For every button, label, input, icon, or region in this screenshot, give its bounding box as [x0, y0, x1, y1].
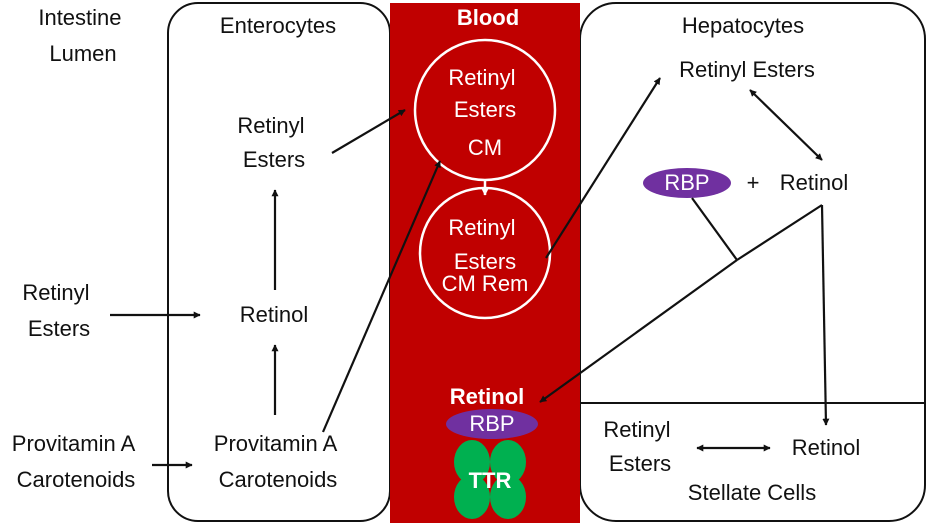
remnant-to-hepatocyte-arrow — [545, 77, 661, 259]
enterocytes-title: Enterocytes — [220, 13, 336, 38]
lumen-retinyl-line1: Retinyl — [22, 280, 89, 305]
enterocyte-retinyl-line1: Retinyl — [237, 113, 304, 138]
ttr-label: TTR — [469, 468, 512, 493]
cm-retinyl-line2: Esters — [454, 97, 516, 122]
lumen-title-line2: Lumen — [49, 41, 116, 66]
cm-tag: CM — [468, 135, 502, 160]
cm-retinyl-esters: Retinyl Esters — [448, 65, 521, 122]
enterocyte-provitamin-line2: Carotenoids — [219, 467, 338, 492]
ttr-subunit — [490, 440, 526, 484]
stellate-retinyl-line2: Esters — [609, 451, 671, 476]
enterocyte-provitamin-a: Provitamin A Carotenoids — [214, 431, 342, 492]
hepatocyte-rbp-ellipse — [643, 168, 731, 198]
lumen-retinyl-line2: Esters — [28, 316, 90, 341]
retinol-to-stellate-arrow — [820, 204, 830, 426]
stellate-retinyl-esters: Retinyl Esters — [603, 417, 676, 476]
plus-sign: + — [747, 170, 760, 195]
stellate-title: Stellate Cells — [688, 480, 816, 505]
hepatocytes-title: Hepatocytes — [682, 13, 804, 38]
enterocyte-retinol: Retinol — [240, 302, 308, 327]
blood-rbp-ellipse — [446, 409, 538, 439]
enterocyte-retinyl-line2: Esters — [243, 147, 305, 172]
triangle-to-blood-retinol-arrow — [539, 259, 738, 403]
retinyl-to-cm-arrow — [331, 109, 406, 154]
remnant-retinyl-esters: Retinyl Esters — [448, 215, 521, 274]
ttr-tetramer — [454, 440, 526, 519]
hepatocyte-retinyl-esters: Retinyl Esters — [679, 57, 815, 82]
ttr-subunit — [454, 440, 490, 484]
enterocyte-provitamin-line1: Provitamin A — [214, 431, 338, 456]
remnant-retinyl-line1: Retinyl — [448, 215, 515, 240]
blood-title: Blood — [457, 5, 519, 30]
chylomicron-circle — [413, 38, 557, 182]
lumen-retinyl-esters: Retinyl Esters — [22, 280, 95, 341]
lumen-provitamin-line1: Provitamin A — [12, 431, 136, 456]
retinol-to-triangle-line — [736, 204, 823, 261]
cm-retinyl-line1: Retinyl — [448, 65, 515, 90]
remnant-tag: CM Rem — [442, 271, 529, 296]
hepatocyte-rbp-label: RBP — [664, 170, 709, 195]
lumen-title-line1: Intestine — [38, 5, 121, 30]
stellate-retinyl-line1: Retinyl — [603, 417, 670, 442]
retinyl-retinol-hepatocyte-arrow — [749, 89, 823, 161]
lumen-provitamin-line2: Carotenoids — [17, 467, 136, 492]
lumen-title: Intestine Lumen — [38, 5, 127, 66]
ttr-subunit — [490, 475, 526, 519]
ttr-subunit — [454, 475, 490, 519]
rbp-connector-line — [691, 197, 738, 261]
blood-rbp-label: RBP — [469, 411, 514, 436]
hepatocyte-retinol: Retinol — [780, 170, 848, 195]
remnant-retinyl-line2: Esters — [454, 249, 516, 274]
stellate-retinol: Retinol — [792, 435, 860, 460]
lumen-provitamin-a: Provitamin A Carotenoids — [12, 431, 140, 492]
blood-retinol: Retinol — [450, 384, 525, 409]
enterocyte-retinyl-esters: Retinyl Esters — [237, 113, 310, 172]
carotenoid-to-cm-arrow — [321, 160, 442, 433]
